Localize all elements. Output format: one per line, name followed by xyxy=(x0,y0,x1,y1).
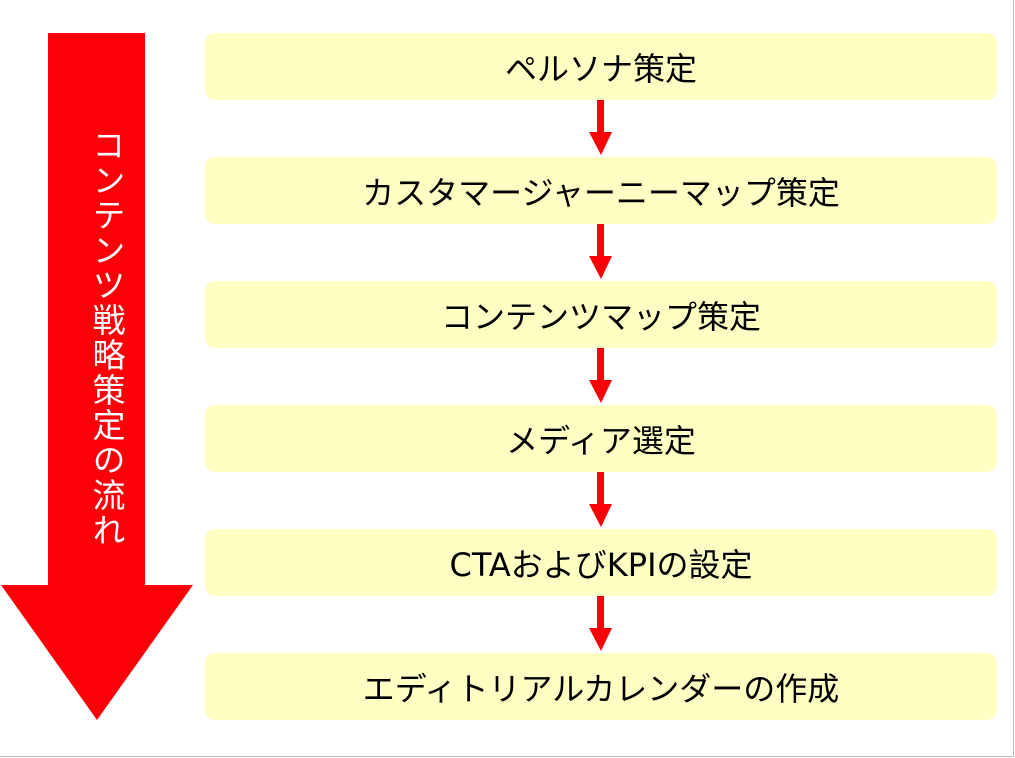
connector-arrow-icon xyxy=(589,348,612,403)
connector-arrow-icon xyxy=(589,100,612,155)
flow-label: コンテンツ戦略策定の流れ xyxy=(87,128,126,548)
step-content-map: コンテンツマップ策定 xyxy=(205,281,997,348)
connector-arrow-icon xyxy=(589,224,612,279)
connector-arrow-icon xyxy=(589,596,612,651)
step-cta-kpi: CTAおよびKPIの設定 xyxy=(205,529,997,596)
step-editorial-calendar: エディトリアルカレンダーの作成 xyxy=(205,653,997,720)
connector-arrow-icon xyxy=(589,472,612,527)
step-media-selection: メディア選定 xyxy=(205,405,997,472)
step-persona: ペルソナ策定 xyxy=(205,33,997,100)
step-customer-journey-map: カスタマージャーニーマップ策定 xyxy=(205,157,997,224)
flow-arrow xyxy=(1,33,193,720)
